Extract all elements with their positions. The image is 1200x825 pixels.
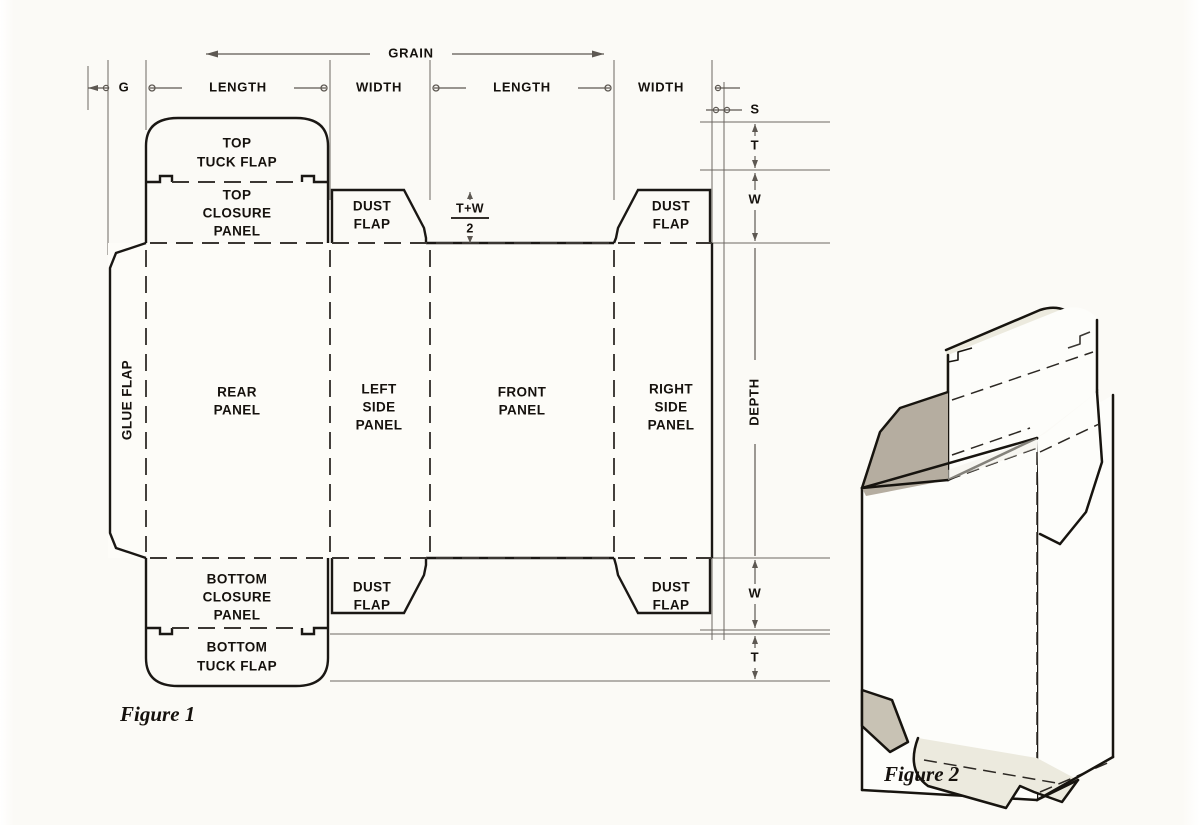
label-bottom-dust-left-line1: DUST xyxy=(353,580,392,595)
figure-2-carton-3d xyxy=(860,306,1115,810)
label-top-tuck-flap-line1: TOP xyxy=(223,136,252,151)
label-bottom-closure-line3: PANEL xyxy=(214,608,261,623)
dim-g-label: G xyxy=(119,79,130,94)
label-bottom-dust-left-line2: FLAP xyxy=(354,598,391,613)
bottom-dust-flap-left-outline xyxy=(330,558,428,615)
label-bottom-closure-line2: CLOSURE xyxy=(203,590,272,605)
top-tuck-flap-notch-left xyxy=(146,174,174,184)
fold-lines xyxy=(145,181,712,629)
label-top-dust-left-line2: FLAP xyxy=(354,217,391,232)
label-top-dust-right-line2: FLAP xyxy=(653,217,690,232)
label-glue-flap: GLUE FLAP xyxy=(120,360,135,440)
label-bottom-dust-right-line2: FLAP xyxy=(653,598,690,613)
top-tuck-flap-outline xyxy=(144,116,330,182)
glue-flap-outline xyxy=(108,241,147,560)
label-rear-panel-line1: REAR xyxy=(217,385,257,400)
dim-length-1-label: LENGTH xyxy=(209,79,267,94)
dim-width-2-label: WIDTH xyxy=(638,79,684,94)
figure-2-caption: Figure 2 xyxy=(883,762,960,786)
label-bottom-closure-line1: BOTTOM xyxy=(207,572,268,587)
label-top-dust-left-line1: DUST xyxy=(353,199,392,214)
formula-numerator: T+W xyxy=(456,201,484,215)
label-top-closure-line2: CLOSURE xyxy=(203,206,272,221)
label-rear-panel-line2: PANEL xyxy=(214,403,261,418)
grain-dimension: GRAIN xyxy=(206,45,604,60)
dim-length-2-label: LENGTH xyxy=(493,79,551,94)
label-left-side-line3: PANEL xyxy=(356,418,403,433)
grain-label: GRAIN xyxy=(388,45,433,60)
label-top-tuck-flap-line2: TUCK FLAP xyxy=(197,155,277,170)
figure-1-caption: Figure 1 xyxy=(119,702,195,726)
dim-t-bottom-label: T xyxy=(751,649,760,664)
dim-w-bottom-label: W xyxy=(749,585,762,600)
dim-depth-label: DEPTH xyxy=(746,378,761,426)
label-right-side-line2: SIDE xyxy=(654,400,687,415)
label-right-side-line1: RIGHT xyxy=(649,382,693,397)
label-front-panel-line1: FRONT xyxy=(498,385,547,400)
top-tuck-flap-notch-right xyxy=(300,174,328,184)
dim-s-label: S xyxy=(750,101,759,116)
dim-w-top-label: W xyxy=(749,191,762,206)
label-top-closure-line3: PANEL xyxy=(214,224,261,239)
top-dust-flap-right-outline xyxy=(612,188,712,244)
label-top-dust-right-line1: DUST xyxy=(652,199,691,214)
bottom-tuck-flap-notch-right xyxy=(300,626,328,636)
panel-labels: GLUE FLAP TOP TUCK FLAP TOP CLOSURE PANE… xyxy=(120,136,695,674)
right-dimension-column: S T W DEPTH W T xyxy=(330,101,830,682)
label-right-side-line3: PANEL xyxy=(648,418,695,433)
bottom-tuck-flap-notch-left xyxy=(146,626,174,636)
bottom-tuck-flap-outline xyxy=(144,628,330,688)
label-front-panel-line2: PANEL xyxy=(499,403,546,418)
label-top-closure-line1: TOP xyxy=(223,188,252,203)
carton-body-fill xyxy=(108,243,712,558)
label-bottom-tuck-line2: TUCK FLAP xyxy=(197,659,277,674)
label-bottom-dust-right-line1: DUST xyxy=(652,580,691,595)
label-left-side-line1: LEFT xyxy=(361,382,397,397)
formula-t-plus-w-over-2: T+W 2 xyxy=(451,192,489,243)
bottom-dust-flap-right-outline xyxy=(612,557,712,615)
top-dimension-row: G LENGTH WIDTH LENGTH WIDTH xyxy=(88,79,740,97)
bottom-closure-panel-outline xyxy=(144,558,330,628)
label-left-side-line2: SIDE xyxy=(362,400,395,415)
label-bottom-tuck-line1: BOTTOM xyxy=(207,640,268,655)
formula-denominator: 2 xyxy=(466,221,473,235)
dim-width-1-label: WIDTH xyxy=(356,79,402,94)
top-dust-flap-left-outline xyxy=(330,188,428,243)
top-closure-panel-outline xyxy=(144,182,330,243)
dim-t-top-label: T xyxy=(751,137,760,152)
